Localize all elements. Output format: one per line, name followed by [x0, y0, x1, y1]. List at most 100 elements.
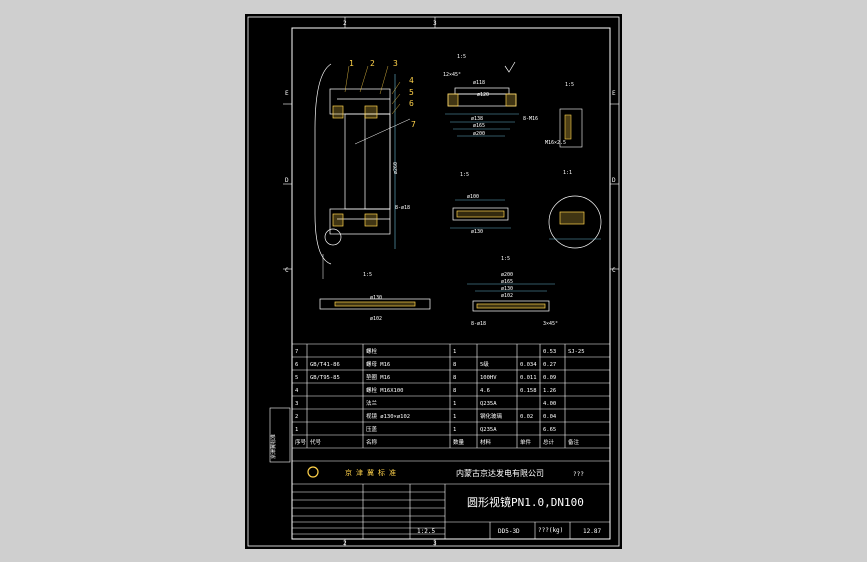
round-detail-title: 1:1 [563, 170, 572, 176]
zone-left-C: C [285, 267, 289, 274]
bom-grid [291, 343, 611, 449]
lower-right-dim-200: ø200 [501, 272, 513, 278]
zone-top-2: 2 [343, 20, 347, 27]
bom-cell-name: 法兰 [366, 399, 378, 407]
zone-bottom-3: 3 [433, 540, 437, 547]
small-detail-view [559, 108, 583, 148]
bom-cell-material: Q235A [480, 401, 497, 407]
bom-cell-total: 4.00 [543, 401, 556, 407]
bom-cell-total: 0.53 [543, 349, 556, 355]
lower-right-title: 1:5 [501, 256, 510, 262]
side-stamp: 京津冀标准 [270, 434, 277, 459]
company-logo-icon [307, 466, 319, 478]
callout-5: 5 [409, 88, 414, 97]
drawing-number: DD5-3D [498, 528, 520, 535]
main-dim-dia: ø260 [393, 162, 399, 174]
small-detail-title: 1:5 [565, 82, 574, 88]
bom-cell-unit: 0.034 [520, 362, 537, 368]
zone-top-3: 3 [433, 20, 437, 27]
bom-cell-qty: 8 [453, 362, 456, 368]
weight-value: 12.87 [583, 528, 601, 535]
mid-dim-130: ø130 [471, 229, 483, 235]
callout-7: 7 [411, 120, 416, 129]
top-right-dim-138: ø138 [471, 116, 483, 122]
main-section-view [314, 63, 411, 279]
weight-label: ???(kg) [538, 527, 563, 534]
zone-right-D: D [612, 177, 616, 184]
bom-cell-name: 螺栓 M16X100 [366, 386, 404, 394]
bom-cell-no: 3 [295, 401, 298, 407]
bom-cell-no: 7 [295, 349, 298, 355]
bom-header-total: 总计 [543, 438, 555, 446]
bom-cell-name: 螺栓 [366, 347, 378, 355]
bom-cell-name: 螺母 M16 [366, 360, 390, 368]
top-right-dim-bolts: 8-M16 [523, 116, 538, 122]
title-block-grid [269, 407, 610, 539]
lower-right-view [467, 283, 555, 312]
drawing-scale: 1:2.5 [417, 528, 435, 535]
mid-detail-view [450, 199, 511, 229]
bom-cell-total: 0.27 [543, 362, 556, 368]
bom-cell-name: 垫圈 M16 [366, 373, 390, 381]
zone-left-D: D [285, 177, 289, 184]
bom-cell-name: 视镜 ø130×ø102 [366, 412, 410, 420]
zone-bottom-2: 2 [343, 540, 347, 547]
bom-cell-total: 1.26 [543, 388, 556, 394]
top-right-view [445, 61, 519, 137]
lower-left-dim-102: ø102 [370, 316, 382, 322]
top-right-dim-200: ø200 [473, 131, 485, 137]
bom-header-code: 代号 [310, 438, 322, 446]
drawing-title: 圆形视镜PN1.0,DN100 [467, 495, 584, 509]
bom-cell-material: Q235A [480, 427, 497, 433]
bom-cell-code: GB/T41-86 [310, 362, 340, 368]
bom-cell-no: 5 [295, 375, 298, 381]
mid-title: 1:5 [460, 172, 469, 178]
bom-cell-note: SJ-25 [568, 349, 585, 355]
top-right-dim-165: ø165 [473, 123, 485, 129]
main-dim-holes: 8-ø18 [395, 205, 410, 211]
lower-right-dim-chamfer: 3×45° [543, 321, 558, 327]
lower-right-dim-130: ø130 [501, 286, 513, 292]
bom-cell-qty: 1 [453, 427, 456, 433]
bom-header-unit: 单件 [520, 438, 532, 446]
callout-1: 1 [349, 59, 354, 68]
company-tail: ??? [573, 471, 584, 478]
cad-drawing: 2 3 2 3 E D C E D C 1 2 3 4 5 6 7 ø260 8… [247, 16, 620, 547]
round-detail-view [548, 195, 602, 249]
lower-left-title: 1:5 [363, 272, 372, 278]
drawing-sheet: 2 3 2 3 E D C E D C 1 2 3 4 5 6 7 ø260 8… [245, 14, 622, 549]
bom-cell-qty: 1 [453, 349, 456, 355]
bom-cell-qty: 1 [453, 414, 456, 420]
bom-cell-qty: 1 [453, 401, 456, 407]
bom-cell-qty: 8 [453, 375, 456, 381]
bom-cell-material: 100HV [480, 375, 497, 381]
bom-cell-material: 4.6 [480, 388, 490, 394]
bom-cell-material: 钢化玻璃 [480, 412, 503, 420]
bom-header-material: 材料 [480, 438, 492, 446]
bom-cell-qty: 8 [453, 388, 456, 394]
top-right-dim-120: ø120 [477, 92, 489, 98]
lower-left-dim-130: ø130 [370, 295, 382, 301]
bom-cell-no: 1 [295, 427, 298, 433]
callout-4: 4 [409, 76, 414, 85]
bom-cell-total: 0.09 [543, 375, 556, 381]
bom-cell-unit: 0.011 [520, 375, 537, 381]
bom-cell-unit: 0.02 [520, 414, 533, 420]
mid-dim-100: ø100 [467, 194, 479, 200]
zone-right-C: C [612, 267, 616, 274]
top-right-dim-118: ø118 [473, 80, 485, 86]
lower-right-dim-165: ø165 [501, 279, 513, 285]
company-name: 内蒙古京达发电有限公司 [456, 468, 544, 478]
callout-6: 6 [409, 99, 414, 108]
lower-left-view [319, 298, 431, 310]
zone-left-E: E [285, 90, 289, 97]
bom-header-no: 序号 [295, 438, 307, 446]
callout-2: 2 [370, 59, 375, 68]
top-right-dim-chamfer: 12×45° [443, 72, 461, 78]
bom-cell-unit: 0.158 [520, 388, 537, 394]
bom-cell-no: 6 [295, 362, 298, 368]
bom-cell-name: 压盖 [366, 425, 378, 433]
zone-right-E: E [612, 90, 616, 97]
seal-text: 京津冀标准 [345, 468, 400, 477]
